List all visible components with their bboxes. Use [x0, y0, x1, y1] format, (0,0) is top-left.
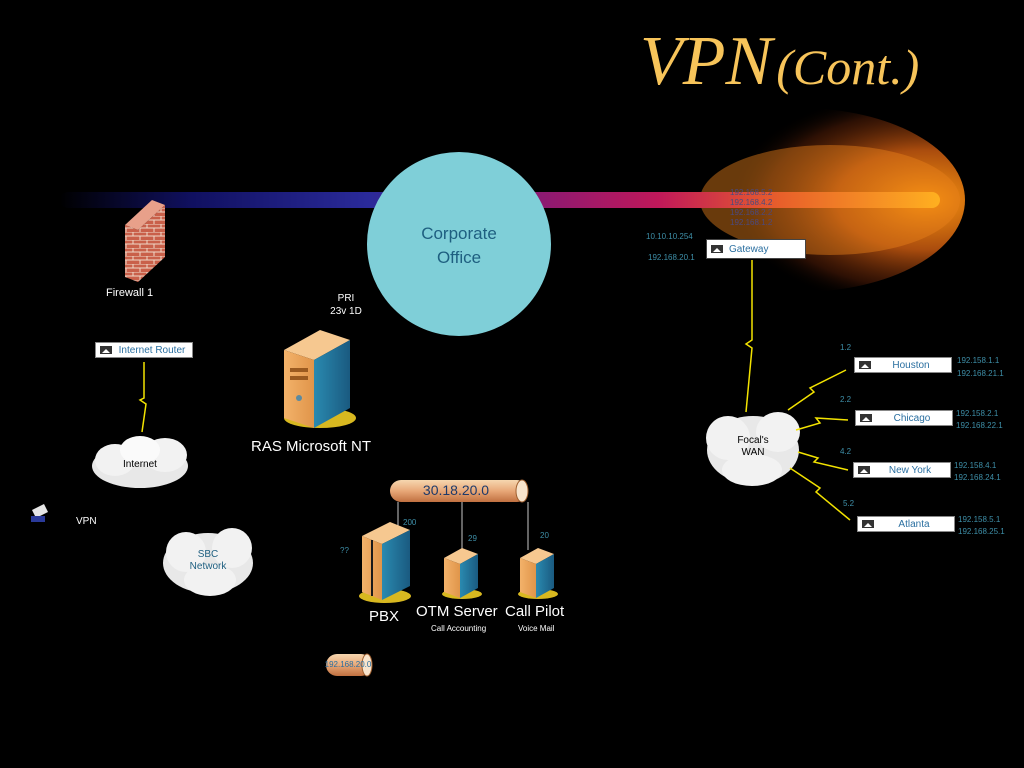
site-node-atlanta[interactable]: Atlanta: [857, 516, 955, 532]
gateway-ip-list: 192.168.5.2 192.168.4.2 192.168.2.2 192.…: [730, 188, 772, 228]
site-ip1-atlanta: 192.158.5.1: [958, 515, 1001, 524]
pbx-icon: [359, 522, 411, 603]
ras-server-label: RAS Microsoft NT: [251, 438, 372, 455]
site-icon: [862, 520, 874, 528]
sbc-cloud-label: SBC Network: [178, 549, 238, 573]
gateway-ip-internal: 192.168.20.1: [648, 253, 695, 262]
site-link-houston: 1.2: [840, 343, 852, 352]
call-pilot-server-icon: [518, 548, 558, 599]
firewall-icon: [125, 200, 165, 282]
site-ip2-newyork: 192.168.24.1: [954, 473, 1001, 482]
main-bus-tube: [390, 479, 529, 503]
gateway-icon: [711, 245, 723, 253]
site-icon: [859, 361, 871, 369]
site-label-atlanta: Atlanta: [898, 518, 930, 530]
corporate-office-line2: Office: [436, 248, 482, 267]
site-link-chicago: 2.2: [840, 395, 852, 404]
router-icon: [100, 346, 112, 354]
otm-caption: Call Accounting: [431, 624, 487, 633]
site-icon: [858, 466, 870, 474]
main-bus-label: 30.18.20.0: [422, 482, 490, 498]
site-label-chicago: Chicago: [893, 412, 931, 424]
small-bus-label: 192.168.20.0: [324, 660, 372, 669]
site-icon: [860, 414, 872, 422]
site-ip2-chicago: 192.168.22.1: [956, 421, 1003, 430]
site-ip1-newyork: 192.158.4.1: [954, 461, 997, 470]
site-ip1-houston: 192.158.1.1: [957, 356, 1000, 365]
focals-line2: WAN: [741, 447, 765, 458]
site-ip2-atlanta: 192.168.25.1: [958, 527, 1005, 536]
vpn-client-label: VPN: [76, 516, 97, 527]
focals-wan-label: Focal's WAN: [723, 435, 783, 459]
sbc-cloud-icon: [163, 528, 253, 596]
firewall-label: Firewall 1: [106, 287, 154, 299]
site-node-chicago[interactable]: Chicago: [855, 410, 953, 426]
focals-wan-cloud-icon: [706, 412, 800, 486]
pbx-label: PBX: [369, 608, 400, 625]
gateway-ip: 192.168.4.2: [730, 198, 773, 207]
site-node-newyork[interactable]: New York: [853, 462, 951, 478]
gateway-ip: 192.168.1.2: [730, 218, 773, 227]
site-ip1-chicago: 192.158.2.1: [956, 409, 999, 418]
corporate-office-circle: [367, 152, 551, 336]
site-links: [787, 369, 851, 521]
focals-line1: Focal's: [737, 435, 769, 446]
pri-label: PRI 23v 1D: [318, 292, 374, 318]
ras-server-icon: [284, 330, 356, 428]
small-bus-tube: [326, 653, 373, 677]
pri-line2: 23v 1D: [330, 306, 362, 317]
corporate-office-label: Corporate Office: [389, 222, 529, 270]
pbx-port-label: 200: [403, 518, 417, 527]
pri-line1: PRI: [337, 293, 355, 304]
gateway-ip: 192.168.5.2: [730, 188, 773, 197]
gateway-ip: 192.168.2.2: [730, 208, 773, 217]
gateway-link: [744, 260, 753, 413]
internet-cloud-icon: [92, 436, 188, 488]
call-pilot-port-label: 20: [540, 531, 549, 540]
title-sub: (Cont.): [776, 39, 920, 95]
internet-cloud-label: Internet: [123, 459, 157, 470]
gateway-label: Gateway: [729, 243, 769, 255]
site-label-houston: Houston: [892, 359, 930, 371]
bus-drops: [397, 502, 529, 550]
otm-server-icon: [442, 548, 482, 599]
otm-port-label: 29: [468, 534, 477, 543]
router-link: [138, 362, 147, 433]
pbx-extra-label: ??: [340, 546, 349, 555]
site-node-houston[interactable]: Houston: [854, 357, 952, 373]
site-ip2-houston: 192.168.21.1: [957, 369, 1004, 378]
gateway-node[interactable]: Gateway: [706, 239, 806, 259]
otm-server-label: OTM Server: [416, 603, 498, 620]
call-pilot-label: Call Pilot: [505, 603, 565, 620]
corporate-office-line1: Corporate: [421, 224, 497, 243]
sbc-line1: SBC: [197, 549, 219, 560]
page-title: VPN (Cont.): [640, 22, 919, 102]
sbc-line2: Network: [189, 561, 227, 572]
title-main: VPN: [640, 23, 773, 100]
site-label-newyork: New York: [888, 464, 932, 476]
internet-router-node[interactable]: Internet Router: [95, 342, 193, 358]
gateway-ip-external: 10.10.10.254: [646, 232, 693, 241]
laptop-icon: [31, 504, 48, 522]
site-link-newyork: 4.2: [840, 447, 852, 456]
site-link-atlanta: 5.2: [843, 499, 855, 508]
internet-router-label: Internet Router: [118, 344, 186, 356]
call-pilot-caption: Voice Mail: [518, 624, 555, 633]
